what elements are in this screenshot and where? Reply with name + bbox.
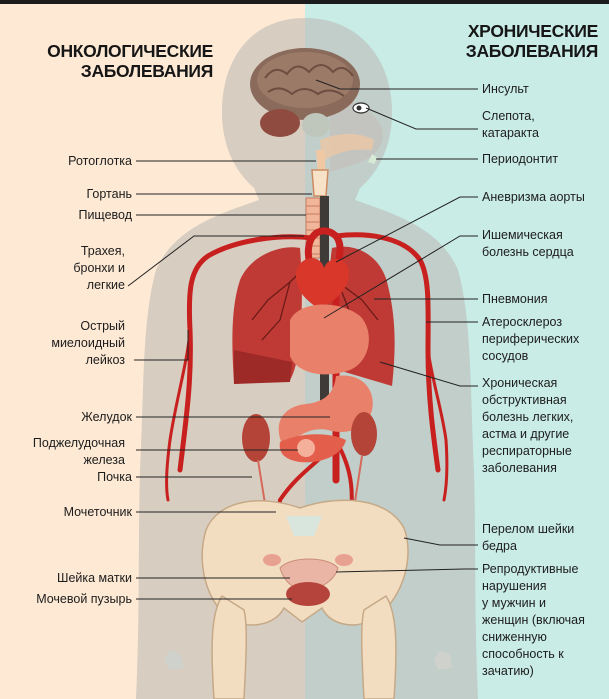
label-leukemia: Острый миелоидный лейкоз: [51, 318, 125, 369]
label-repro-line3: у мужчин и: [482, 595, 585, 612]
label-atherosclerosis: Атеросклероз периферических сосудов: [482, 314, 579, 365]
chronic-heading-line2: ЗАБОЛЕВАНИЯ: [440, 41, 598, 61]
label-athero-line2: периферических: [482, 331, 579, 348]
label-ischemic: Ишемическая болезнь сердца: [482, 227, 574, 261]
label-repro-line7: зачатию): [482, 663, 585, 680]
label-pancreas-line2: железа: [33, 452, 125, 469]
label-copd-line2: обструктивная: [482, 392, 573, 409]
label-trachea-line2: бронхи и: [73, 260, 125, 277]
label-pancreas-line1: Поджелудочная: [33, 435, 125, 452]
label-hip-fracture: Перелом шейки бедра: [482, 521, 574, 555]
label-copd-line3: болезнь легких,: [482, 409, 573, 426]
chronic-heading: ХРОНИЧЕСКИЕ ЗАБОЛЕВАНИЯ: [440, 21, 598, 61]
label-ischemic-line1: Ишемическая: [482, 227, 574, 244]
label-stomach: Желудок: [81, 409, 132, 426]
left-kidney: [242, 414, 270, 462]
label-repro-line6: способность к: [482, 646, 585, 663]
label-reproductive: Репродуктивные нарушения у мужчин и женщ…: [482, 561, 585, 680]
label-bladder: Мочевой пузырь: [36, 591, 132, 608]
right-kidney: [351, 412, 377, 456]
label-hip-line1: Перелом шейки: [482, 521, 574, 538]
label-blindness: Слепота, катаракта: [482, 108, 539, 142]
oncology-heading-line2: ЗАБОЛЕВАНИЯ: [28, 61, 213, 81]
right-femur: [362, 596, 396, 699]
label-copd-line1: Хроническая: [482, 375, 573, 392]
label-blindness-line2: катаракта: [482, 125, 539, 142]
label-repro-line4: женщин (включая: [482, 612, 585, 629]
label-esophagus: Пищевод: [78, 207, 132, 224]
label-trachea-line3: легкие: [73, 277, 125, 294]
label-repro-line5: сниженную: [482, 629, 585, 646]
label-athero-line3: сосудов: [482, 348, 579, 365]
label-leukemia-line1: Острый: [51, 318, 125, 335]
label-trachea: Трахея, бронхи и легкие: [73, 243, 125, 294]
oncology-heading: ОНКОЛОГИЧЕСКИЕ ЗАБОЛЕВАНИЯ: [28, 41, 213, 81]
left-femur: [212, 596, 246, 699]
label-periodontitis: Периодонтит: [482, 151, 558, 168]
label-cervix: Шейка матки: [57, 570, 132, 587]
label-repro-line1: Репродуктивные: [482, 561, 585, 578]
label-oropharynx: Ротоглотка: [68, 153, 132, 170]
label-blindness-line1: Слепота,: [482, 108, 539, 125]
label-copd-line5: респираторные: [482, 443, 573, 460]
label-athero-line1: Атеросклероз: [482, 314, 579, 331]
label-copd-line4: астма и другие: [482, 426, 573, 443]
bladder: [286, 582, 330, 606]
chronic-heading-line1: ХРОНИЧЕСКИЕ: [440, 21, 598, 41]
label-kidney: Почка: [97, 469, 132, 486]
label-pneumonia: Пневмония: [482, 291, 548, 308]
label-aneurysm: Аневризма аорты: [482, 189, 585, 206]
label-copd: Хроническая обструктивная болезнь легких…: [482, 375, 573, 477]
label-ischemic-line2: болезнь сердца: [482, 244, 574, 261]
oncology-heading-line1: ОНКОЛОГИЧЕСКИЕ: [28, 41, 213, 61]
label-copd-line6: заболевания: [482, 460, 573, 477]
label-larynx: Гортань: [86, 186, 132, 203]
label-leukemia-line3: лейкоз: [51, 352, 125, 369]
label-stroke: Инсульт: [482, 81, 529, 98]
label-leukemia-line2: миелоидный: [51, 335, 125, 352]
label-pancreas: Поджелудочная железа: [33, 435, 125, 469]
label-trachea-line1: Трахея,: [73, 243, 125, 260]
label-repro-line2: нарушения: [482, 578, 585, 595]
label-ureter: Мочеточник: [64, 504, 132, 521]
label-hip-line2: бедра: [482, 538, 574, 555]
larynx: [312, 170, 328, 196]
